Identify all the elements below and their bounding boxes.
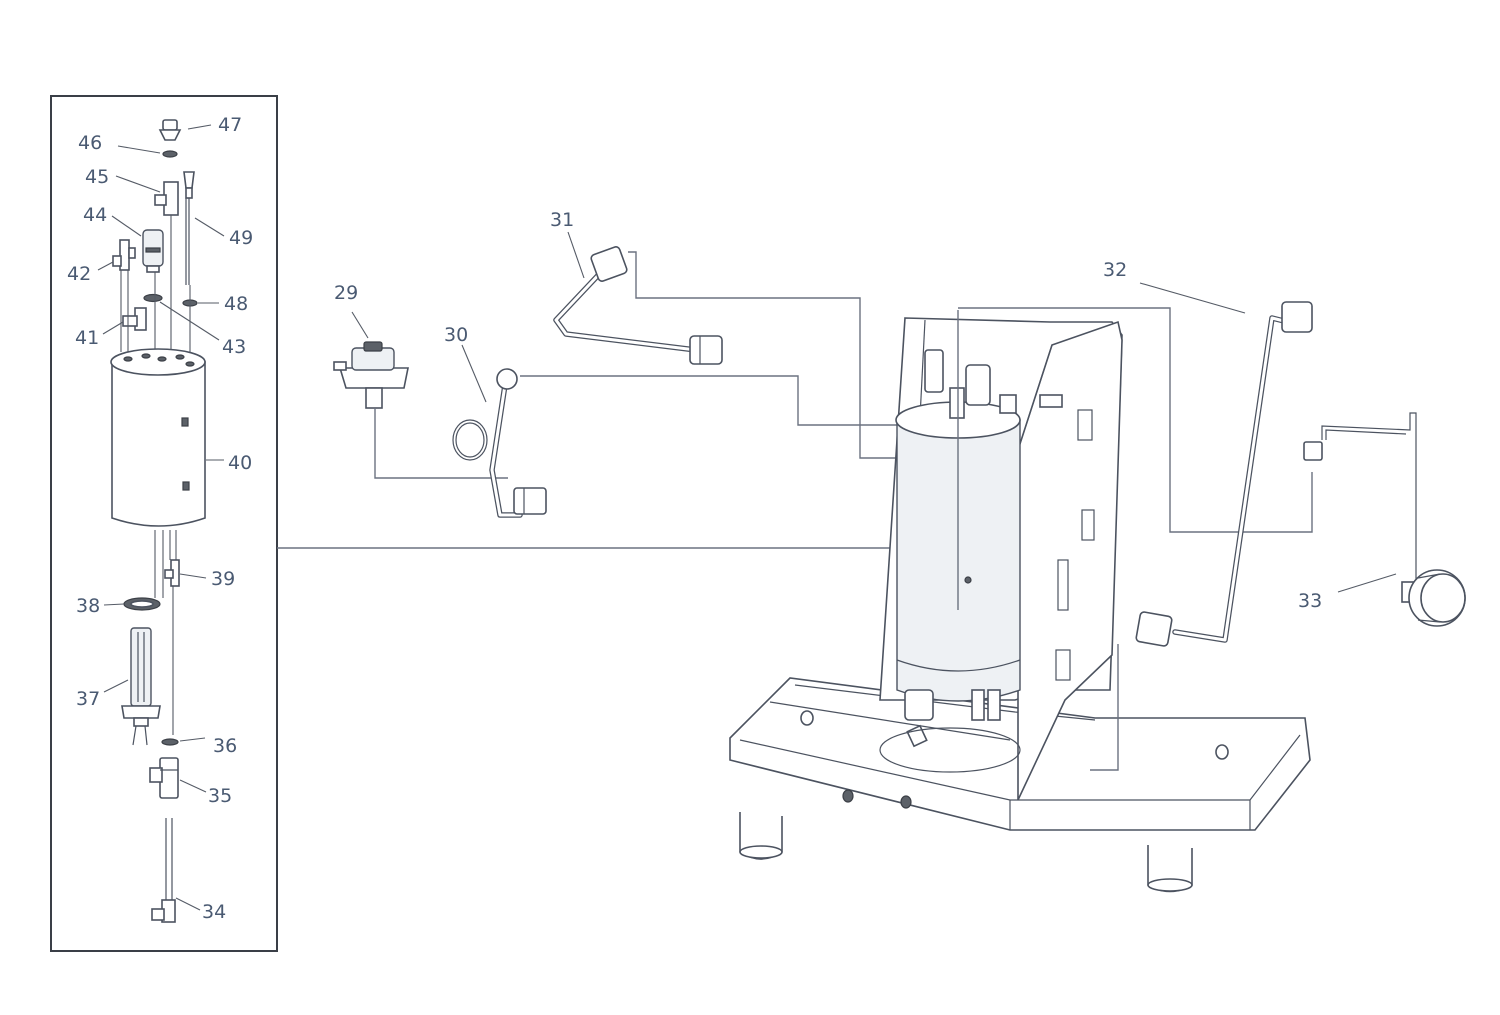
leader-38: [103, 603, 125, 606]
part-47-valve-cap: [158, 119, 182, 141]
label-45: 45: [85, 166, 109, 188]
leader-42: [97, 261, 114, 271]
leader-47: [187, 124, 212, 130]
label-37: 37: [76, 688, 100, 710]
espresso-machine-frame: [729, 317, 1311, 893]
label-32: 32: [1103, 259, 1127, 281]
leader-41: [102, 321, 124, 335]
label-39: 39: [211, 568, 235, 590]
part-41-elbow: [122, 307, 147, 331]
connection-30: [520, 375, 960, 426]
label-34: 34: [202, 901, 226, 923]
leader-37: [103, 679, 129, 693]
leader-45: [115, 175, 161, 193]
part-39-small-tee: [164, 559, 180, 587]
connection-32: [1090, 644, 1119, 771]
leader-44: [111, 215, 142, 237]
leader-35: [179, 779, 207, 793]
leader-32: [1139, 282, 1246, 314]
part-32-long-pipe: [1135, 301, 1313, 647]
part-number-labels: 47 46 45 44 49 42 48 41 43 40 39 38 37 3…: [67, 114, 1322, 923]
label-31: 31: [550, 209, 574, 231]
label-40: 40: [228, 452, 252, 474]
label-30: 30: [444, 324, 468, 346]
label-41: 41: [75, 327, 99, 349]
part-42-connector: [112, 239, 136, 271]
leader-31: [567, 231, 585, 279]
leader-29: [351, 311, 369, 339]
boiler-detail-inset: [50, 95, 278, 952]
gasket-hole: [130, 600, 154, 608]
leader-39: [179, 573, 207, 579]
part-31-bent-pipe: [553, 246, 723, 365]
part-30-coiled-pipe: [452, 368, 547, 518]
label-44: 44: [83, 204, 107, 226]
label-42: 42: [67, 263, 91, 285]
part-43-gasket: [143, 293, 163, 303]
part-44-boiler-fitting: [142, 229, 164, 273]
connection-29: [374, 408, 508, 479]
connection-31: [628, 251, 1005, 459]
leader-33: [1337, 573, 1397, 593]
label-43: 43: [222, 336, 246, 358]
leader-30: [461, 344, 487, 403]
leader-46: [117, 145, 161, 154]
part-33-pressure-gauge: [1303, 412, 1466, 627]
leader-34: [175, 897, 201, 911]
part-35-drain-tee: [149, 757, 179, 799]
label-29: 29: [334, 282, 358, 304]
part-49-level-probe: [183, 171, 195, 285]
label-48: 48: [224, 293, 248, 315]
label-49: 49: [229, 227, 253, 249]
part-37-heating-element: [121, 627, 161, 746]
part-29-pressure-switch: [333, 341, 409, 409]
label-46: 46: [78, 132, 102, 154]
label-36: 36: [213, 735, 237, 757]
connection-33: [958, 307, 1313, 533]
part-45-tee-fitting: [154, 181, 179, 216]
part-40-boiler-tank: [110, 348, 206, 527]
leader-43: [159, 301, 220, 341]
label-47: 47: [218, 114, 242, 136]
part-36-o-ring: [161, 738, 179, 746]
part-34-drain-pipe: [151, 818, 176, 923]
leader-36: [179, 737, 206, 742]
label-38: 38: [76, 595, 100, 617]
leader-49: [194, 217, 225, 237]
label-33: 33: [1298, 590, 1322, 612]
label-35: 35: [208, 785, 232, 807]
part-46-o-ring: [162, 150, 178, 158]
